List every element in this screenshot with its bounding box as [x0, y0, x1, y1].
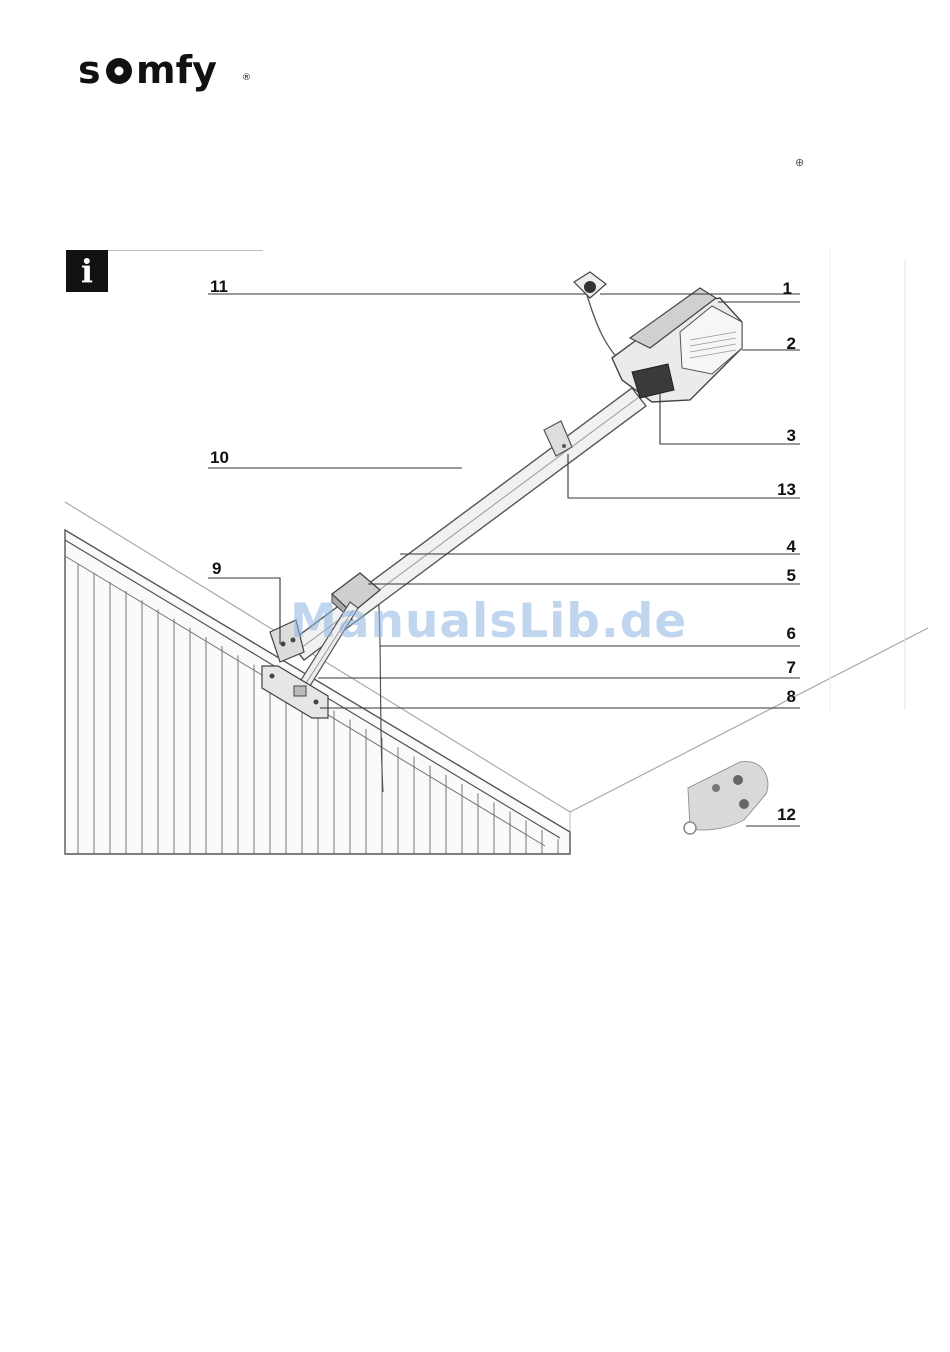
callout-3: 3 [787, 426, 796, 445]
svg-text:mfy: mfy [136, 50, 217, 92]
callout-12: 12 [777, 805, 796, 824]
motor-unit [612, 288, 742, 402]
svg-text:®: ® [242, 73, 251, 83]
callout-2: 2 [787, 334, 796, 353]
remote-control [684, 762, 768, 834]
callout-9: 9 [212, 559, 221, 578]
callout-10: 10 [210, 448, 229, 467]
callout-7: 7 [787, 658, 796, 677]
callout-8: 8 [787, 687, 796, 706]
svg-text:s: s [78, 50, 101, 92]
callout-1: 1 [783, 279, 792, 298]
gate-opener-diagram: 1 2 3 4 5 6 7 8 9 10 11 12 13 [0, 240, 950, 860]
callout-5: 5 [787, 566, 796, 585]
callout-4: 4 [787, 537, 797, 556]
callout-13: 13 [777, 480, 796, 499]
watermark: ManualsLib.de [290, 594, 687, 649]
somfy-logo: s mfy ® somfy [78, 50, 253, 94]
callout-11: 11 [210, 277, 228, 296]
registration-symbol: ⊕ [795, 156, 804, 169]
callout-6: 6 [787, 624, 796, 643]
